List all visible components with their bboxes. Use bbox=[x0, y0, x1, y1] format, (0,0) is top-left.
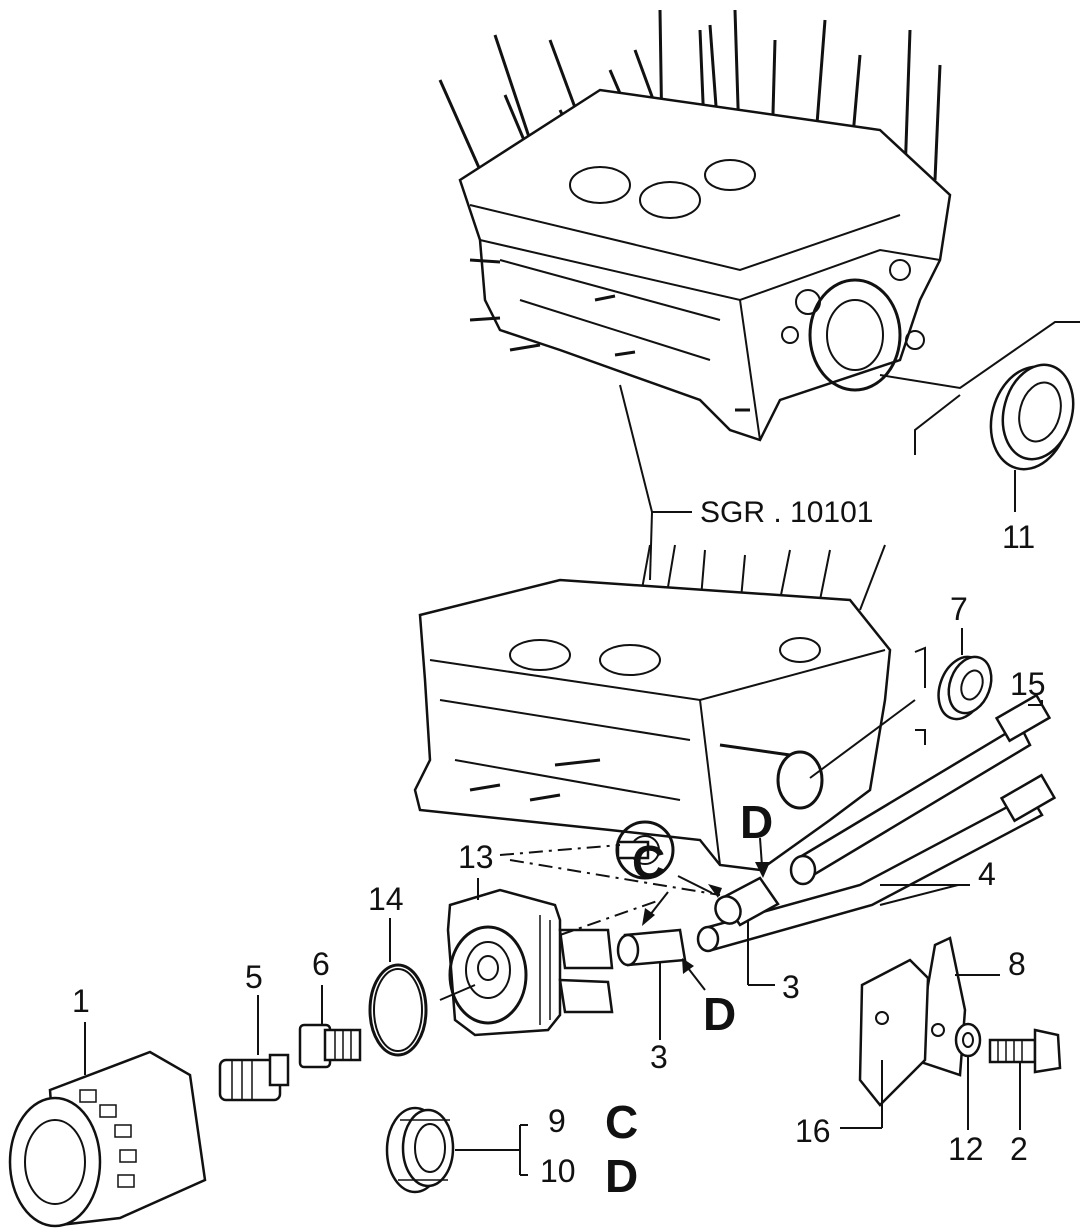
callout-3-upper: 3 bbox=[782, 969, 800, 1005]
callout-2: 2 bbox=[1010, 1131, 1028, 1167]
callout-3-lower: 3 bbox=[650, 1039, 668, 1075]
lower-engine-block bbox=[413, 544, 892, 880]
callout-11: 11 bbox=[1002, 519, 1035, 555]
callout-12: 12 bbox=[948, 1131, 984, 1167]
seal-11-leader bbox=[879, 321, 1080, 390]
reference-leader bbox=[619, 384, 692, 581]
callout-10: 10 bbox=[540, 1153, 576, 1189]
assembly-centerlines bbox=[499, 844, 721, 936]
clamp-16 bbox=[840, 958, 930, 1129]
hose-fitting-3-upper bbox=[714, 876, 780, 986]
letter-d-upper: D bbox=[740, 796, 773, 848]
bracket-8 bbox=[913, 936, 1000, 1077]
callout-9: 9 bbox=[548, 1103, 566, 1139]
o-ring-14 bbox=[368, 918, 428, 1057]
crankshaft-seal-11 bbox=[989, 363, 1075, 512]
washer-12 bbox=[954, 1022, 982, 1130]
callout-5: 5 bbox=[245, 959, 263, 995]
letter-d-legend: D bbox=[605, 1150, 638, 1202]
oil-filter-1 bbox=[8, 1022, 207, 1228]
letter-c-upper: C bbox=[632, 836, 665, 888]
nipple-5 bbox=[218, 995, 290, 1102]
hose-fitting-3-lower bbox=[616, 928, 687, 1040]
callout-13: 13 bbox=[458, 839, 494, 875]
bolt-2 bbox=[988, 1028, 1062, 1130]
oil-cooler-13 bbox=[439, 878, 614, 1037]
seal-7 bbox=[809, 628, 993, 779]
reference-code: SGR . 10101 bbox=[700, 496, 873, 529]
callout-14: 14 bbox=[368, 881, 404, 917]
callout-8: 8 bbox=[1008, 946, 1026, 982]
callout-4: 4 bbox=[978, 856, 996, 892]
oil-tube-15 bbox=[789, 693, 1052, 886]
fitting-6 bbox=[298, 985, 362, 1069]
callout-6: 6 bbox=[312, 946, 330, 982]
callout-16: 16 bbox=[795, 1113, 831, 1149]
callout-1: 1 bbox=[72, 983, 90, 1019]
callout-7: 7 bbox=[950, 591, 968, 627]
assembly-arrows bbox=[642, 837, 770, 991]
upper-engine-block bbox=[438, 9, 952, 442]
callout-15: 15 bbox=[1010, 666, 1046, 702]
letter-c-legend: C bbox=[605, 1096, 638, 1148]
bearing-9-10 bbox=[385, 1106, 528, 1194]
oil-tube-4 bbox=[696, 773, 1057, 953]
letter-d-middle: D bbox=[703, 988, 736, 1040]
